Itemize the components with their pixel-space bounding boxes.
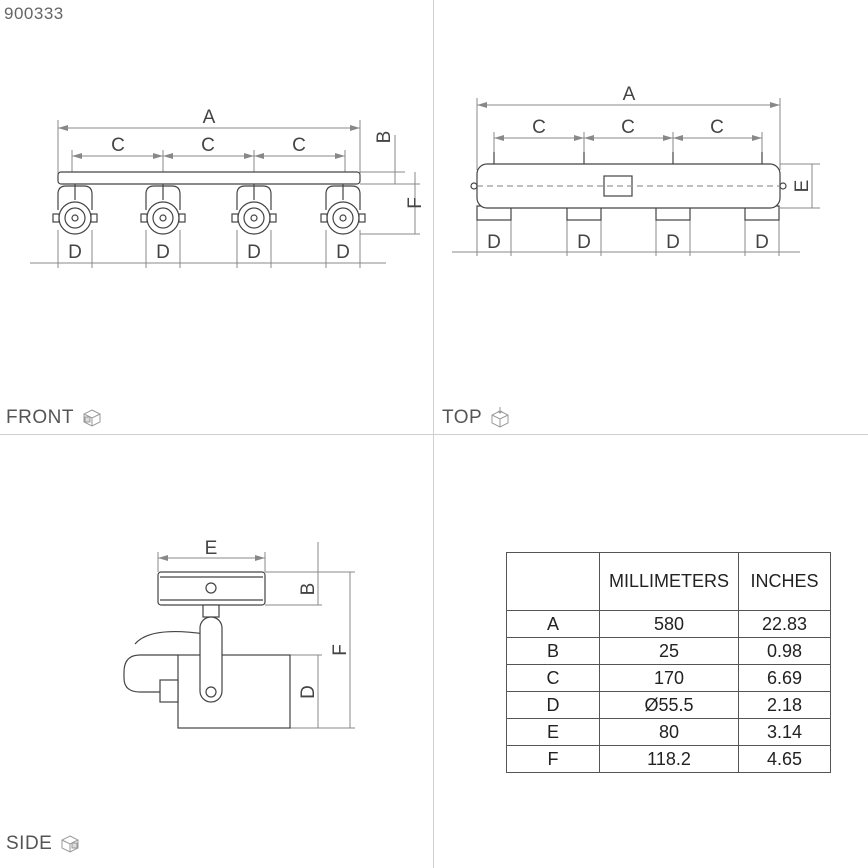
label-a-top: A xyxy=(623,84,636,105)
top-view-label: TOP xyxy=(442,407,510,429)
label-c-3: C xyxy=(292,135,306,156)
label-d-3: D xyxy=(247,242,261,263)
table-cell-mm: 580 xyxy=(599,610,739,638)
spotlight-2 xyxy=(140,184,186,235)
label-f: F xyxy=(405,197,426,209)
table-cell-mm: 80 xyxy=(599,718,739,746)
dimensions-table: MILLIMETERS INCHES A 580 22.83 B 25 0.98… xyxy=(506,552,831,773)
label-f-side: F xyxy=(330,644,351,656)
cable xyxy=(123,654,178,693)
label-d-2: D xyxy=(156,242,170,263)
table-row: B 25 0.98 xyxy=(506,637,831,665)
table-cell-inches: 22.83 xyxy=(738,610,831,638)
table-cell-inches: 3.14 xyxy=(738,718,831,746)
table-cell-inches: 2.18 xyxy=(738,691,831,719)
table-cell-letter: A xyxy=(506,610,600,638)
table-row: A 580 22.83 xyxy=(506,610,831,638)
table-cell-mm: 118.2 xyxy=(599,745,739,773)
spotlight-3 xyxy=(231,184,277,235)
table-cell-letter: B xyxy=(506,637,600,665)
top-view-drawing: A C C C D D D D E xyxy=(452,84,820,256)
front-view-label: FRONT xyxy=(6,407,102,429)
label-b: B xyxy=(374,131,395,144)
table-header-inches: INCHES xyxy=(738,552,831,611)
quadrant-divider-horizontal xyxy=(0,434,868,435)
label-e-side: E xyxy=(205,538,218,559)
top-view-title: TOP xyxy=(442,407,483,428)
label-d-4: D xyxy=(336,242,350,263)
spotlight-4 xyxy=(320,184,366,235)
label-c-top-1: C xyxy=(532,117,546,138)
table-row: C 170 6.69 xyxy=(506,664,831,692)
table-cell-mm: Ø55.5 xyxy=(599,691,739,719)
table-cell-inches: 0.98 xyxy=(738,637,831,665)
label-d-top-1: D xyxy=(487,232,501,253)
table-header-millimeters: MILLIMETERS xyxy=(599,552,739,611)
label-d-top-3: D xyxy=(666,232,680,253)
label-c-2: C xyxy=(201,135,215,156)
bracket-side xyxy=(199,616,223,703)
model-number: 900333 xyxy=(4,4,64,23)
side-view-title: SIDE xyxy=(6,833,53,854)
label-c-top-3: C xyxy=(710,117,724,138)
front-view-title: FRONT xyxy=(6,407,74,428)
label-d-top-2: D xyxy=(577,232,591,253)
cube-front-icon xyxy=(83,409,101,427)
cube-top-icon xyxy=(491,407,509,428)
label-c-1: C xyxy=(111,135,125,156)
table-cell-mm: 170 xyxy=(599,664,739,692)
label-e-top: E xyxy=(792,180,813,193)
label-c-top-2: C xyxy=(621,117,635,138)
table-cell-inches: 4.65 xyxy=(738,745,831,773)
spot-head-side xyxy=(177,654,291,729)
front-view-drawing: A C C C D D D D B F xyxy=(30,107,426,268)
label-d-top-4: D xyxy=(755,232,769,253)
table-cell-letter: F xyxy=(506,745,600,773)
label-d-1: D xyxy=(68,242,82,263)
label-a: A xyxy=(203,107,216,128)
table-cell-inches: 6.69 xyxy=(738,664,831,692)
table-row: E 80 3.14 xyxy=(506,718,831,746)
table-cell-letter: E xyxy=(506,718,600,746)
table-cell-letter: C xyxy=(506,664,600,692)
table-header-row: MILLIMETERS INCHES xyxy=(506,552,831,611)
table-header-cell xyxy=(506,552,600,611)
table-row: D Ø55.5 2.18 xyxy=(506,691,831,719)
table-cell-letter: D xyxy=(506,691,600,719)
side-view-drawing: E B F D xyxy=(123,538,355,729)
table-row: F 118.2 4.65 xyxy=(506,745,831,773)
label-d-side: D xyxy=(298,685,319,699)
table-cell-mm: 25 xyxy=(599,637,739,665)
track-bar xyxy=(57,171,361,185)
cube-side-icon xyxy=(61,835,79,853)
spotlight-1 xyxy=(52,184,98,235)
label-b-side: B xyxy=(298,583,319,596)
side-view-label: SIDE xyxy=(6,833,80,855)
